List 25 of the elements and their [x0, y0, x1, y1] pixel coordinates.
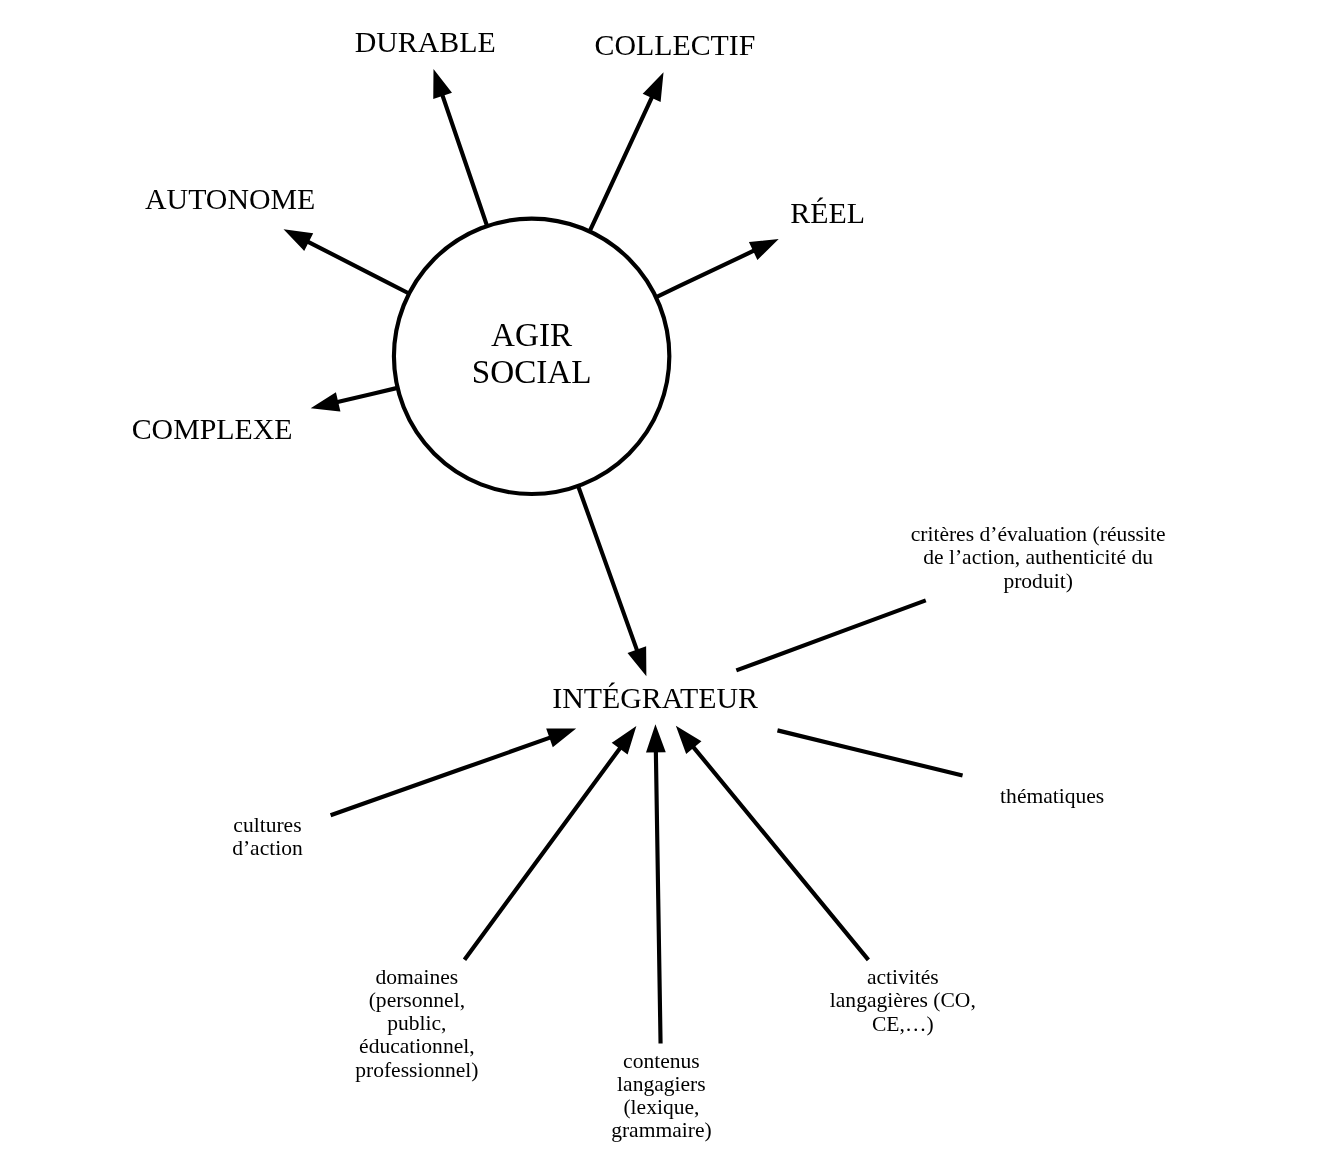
- node-text: domaines (personnel, public, éducationnel, professionnel): [354, 964, 478, 1082]
- arrow: [310, 385, 398, 412]
- arrow: [645, 724, 666, 1044]
- node-text: RÉEL: [789, 195, 865, 229]
- node-text: AUTONOME: [144, 182, 315, 216]
- node-text: activités langagières (CO, CE,…): [829, 965, 976, 1036]
- node-text: COLLECTIF: [593, 28, 755, 61]
- node-text: critères d’évaluation (réussite de l’action, authenticité du produit): [910, 522, 1166, 593]
- arrow: [329, 728, 576, 818]
- node-text: DURABLE: [354, 25, 496, 59]
- node-circle: AGIR SOCIAL: [391, 216, 671, 497]
- arrow: [675, 725, 870, 962]
- connector: [776, 728, 963, 778]
- arrow: [587, 72, 664, 233]
- connector: [735, 598, 926, 673]
- node-text: thématiques: [999, 784, 1104, 809]
- arrow: [462, 725, 636, 961]
- node-text: INTÉGRATEUR: [551, 680, 758, 714]
- node-text: cultures d’action: [231, 812, 303, 860]
- arrow: [432, 69, 489, 227]
- node-text: contenus langagiers (lexique, grammaire): [610, 1048, 712, 1143]
- arrow: [575, 485, 646, 677]
- arrow: [654, 238, 779, 299]
- arrow: [283, 229, 410, 296]
- node-text: COMPLEXE: [131, 411, 293, 445]
